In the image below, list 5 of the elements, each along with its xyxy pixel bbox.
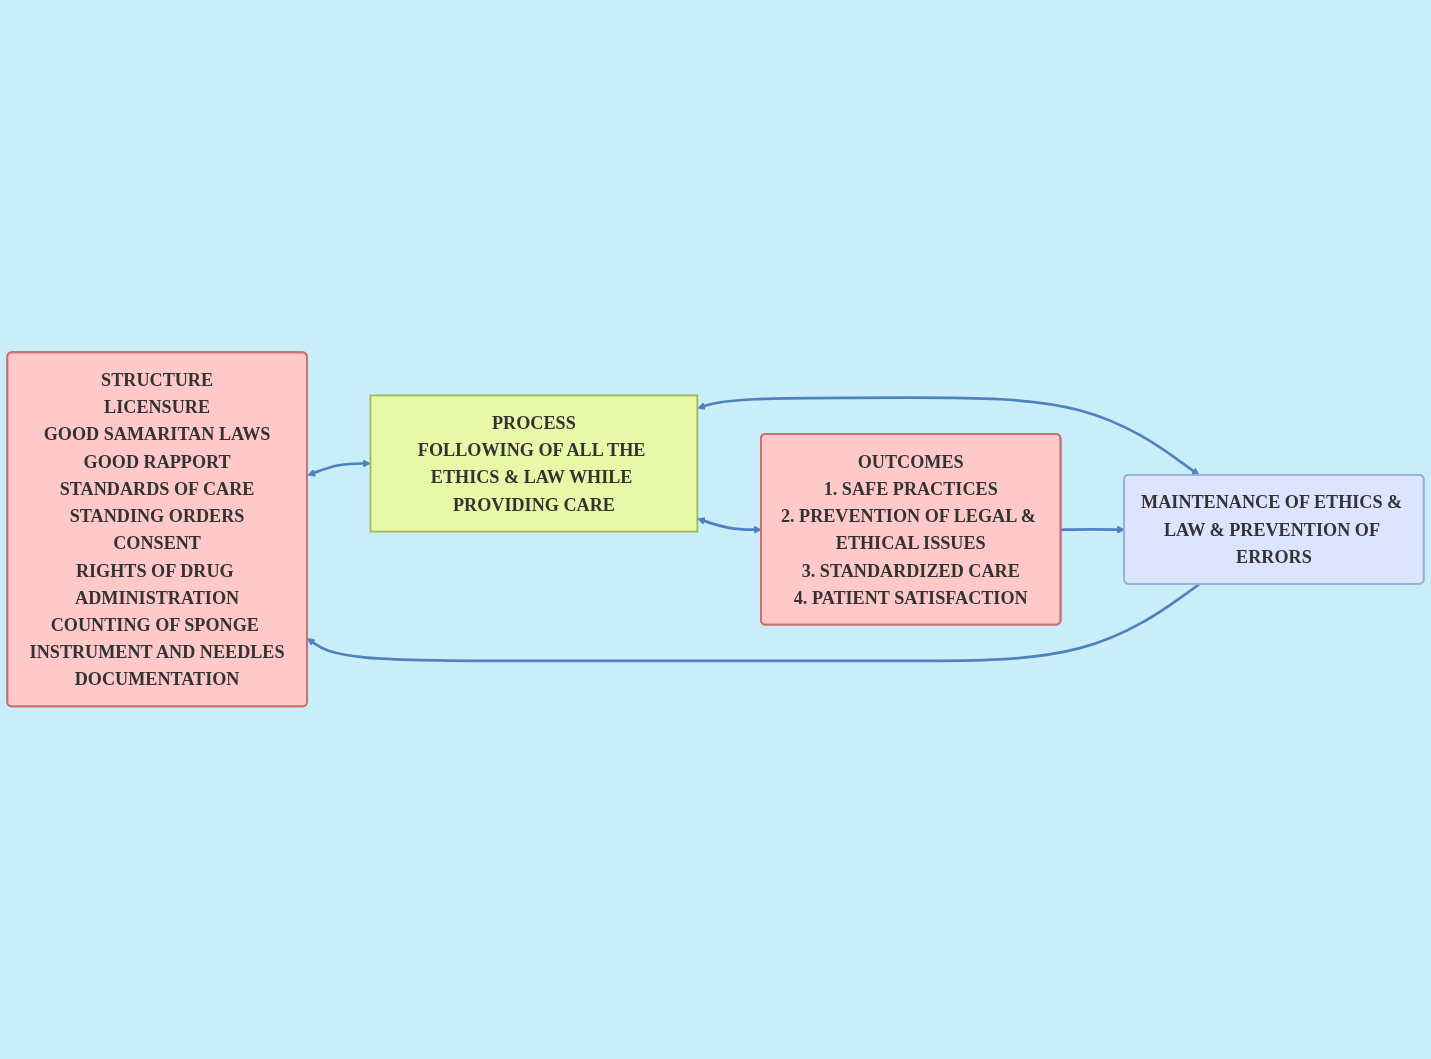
arrow [697,396,1200,476]
arrow [1060,525,1125,534]
node-box: PROCESS FOLLOWING OF ALL THE ETHICS & LAW WHILE PROVIDING CARE [369,394,699,533]
arrow [307,583,1200,663]
arrow [307,459,371,477]
